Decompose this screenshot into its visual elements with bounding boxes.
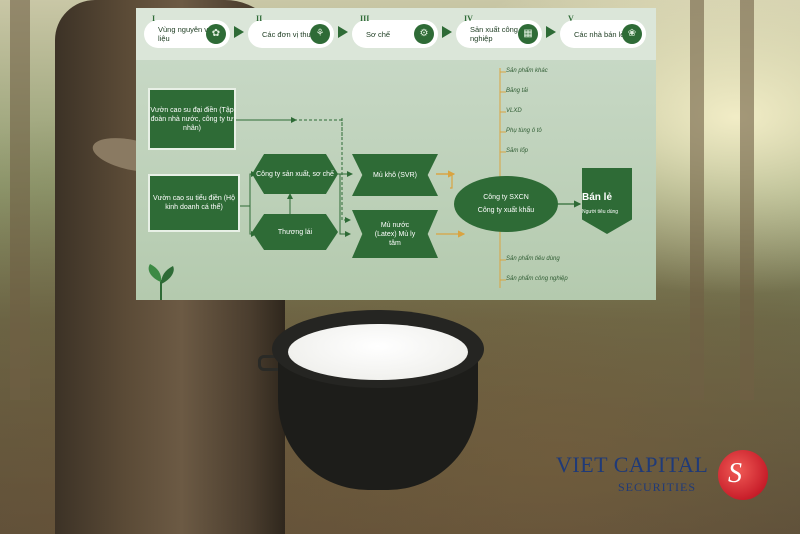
connector (436, 173, 453, 189)
step-number: V (568, 14, 574, 23)
step-label: Các đơn vị thu mua (262, 29, 328, 39)
background-tree (740, 0, 754, 400)
connector (339, 174, 351, 237)
step-processing: III Sơ chế ⚙ (352, 14, 438, 48)
node-label: Vườn cao su tiểu điền (Hộ kinh doanh cá … (152, 195, 236, 211)
connector (500, 71, 506, 281)
node-label: Mủ khô (SVR) (373, 171, 417, 179)
product-item: Săm lốp (506, 148, 529, 154)
node-subtitle: Người tiêu dùng (582, 209, 619, 215)
node-smallholder-plantation: Vườn cao su tiểu điền (Hộ kinh doanh cá … (148, 174, 240, 232)
latex-liquid (288, 324, 468, 380)
node-label: Công ty sản xuất, sơ chế (256, 170, 334, 178)
product-item: Băng tải (506, 88, 529, 94)
step-label: Sơ chế (366, 29, 391, 39)
node-representative-plantation: Vườn cao su đại điền (Tập đoàn nhà nước,… (148, 88, 236, 150)
step-arrow (234, 26, 244, 38)
step-arrow (546, 26, 556, 38)
product-item: Sản phẩm công nghiệp (506, 276, 568, 282)
node-latex: Mủ nước (Latex) Mủ ly tâm (352, 210, 438, 258)
step-label: Vùng nguyên vật liệu (158, 25, 215, 43)
step-number: IV (464, 14, 473, 23)
step-number: II (256, 14, 263, 23)
product-item: VLXD (506, 108, 522, 114)
node-retail: Bán lẻ Người tiêu dùng (582, 168, 632, 234)
node-manufacturer-exporter: Công ty SXCN Công ty xuất khẩu (454, 176, 558, 232)
step-industrial-production: IV Sản xuất công nghiệp ▦ (456, 14, 542, 48)
logo-emblem-letter: S (728, 458, 742, 489)
logo-line2: SECURITIES (618, 480, 697, 494)
product-item: Sản phẩm tiêu dùng (506, 256, 560, 262)
sprout-icon (148, 264, 174, 300)
node-title: Bán lẻ (582, 192, 613, 203)
supply-chain-diagram: I Vùng nguyên vật liệu ✿ II Các đơn vị t… (136, 8, 656, 300)
step-purchasing: II Các đơn vị thu mua ⚘ (248, 14, 334, 48)
land-icon: ✿ (206, 24, 226, 44)
step-arrow (338, 26, 348, 38)
product-item: Phụ tùng ô tô (506, 128, 542, 134)
viet-capital-logo: VIET CAPITAL SECURITIES S (556, 450, 776, 510)
node-production-company: Công ty sản xuất, sơ chế (252, 154, 338, 194)
background-tree (10, 0, 30, 400)
step-number: I (152, 14, 156, 23)
step-label: Các nhà bán lẻ (574, 29, 625, 39)
node-trader: Thương lái (252, 214, 338, 250)
node-label: Công ty xuất khẩu (477, 207, 535, 214)
node-label: Thương lái (277, 228, 313, 236)
latex-cup (258, 300, 498, 510)
product-item: Sản phẩm khác (506, 68, 548, 74)
logo-emblem-icon: S (718, 450, 768, 500)
background-tree (690, 0, 704, 400)
connector (234, 118, 343, 138)
retail-icon: ❀ (622, 24, 642, 44)
step-label: Sản xuất công nghiệp (470, 25, 518, 43)
logo-line1: VIET CAPITAL (556, 452, 709, 477)
processing-icon: ⚙ (414, 24, 434, 44)
node-label: Mủ nước (Latex) Mủ ly tâm (374, 221, 416, 247)
purchase-icon: ⚘ (310, 24, 330, 44)
connector (234, 119, 351, 223)
step-retailers: V Các nhà bán lẻ ❀ (560, 14, 646, 48)
node-dry-rubber: Mủ khô (SVR) (352, 154, 438, 196)
node-label: Công ty SXCN (483, 194, 529, 201)
step-arrow (442, 26, 452, 38)
step-raw-materials: I Vùng nguyên vật liệu ✿ (144, 14, 230, 48)
step-number: III (360, 14, 370, 23)
factory-icon: ▦ (518, 24, 538, 44)
connector (240, 171, 257, 207)
node-label: Vườn cao su đại điền (Tập đoàn nhà nước,… (150, 106, 234, 132)
